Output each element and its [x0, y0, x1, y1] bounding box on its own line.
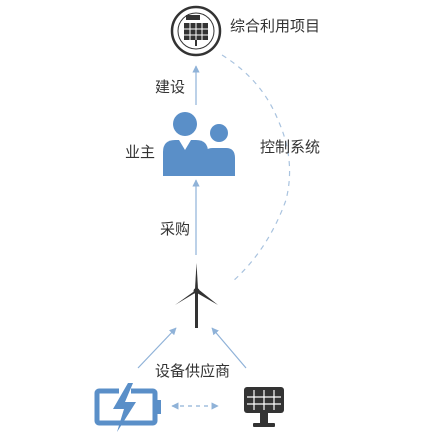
- solar-panel-project-icon: [170, 5, 222, 57]
- two-people-icon: [163, 112, 235, 176]
- build-label: 建设: [155, 78, 186, 96]
- control-system-label: 控制系统: [260, 138, 321, 156]
- project-label: 综合利用项目: [230, 17, 321, 35]
- solar-panel-icon: [244, 387, 284, 427]
- connectors: [137, 54, 291, 410]
- supplier-right-arrow: [211, 327, 247, 369]
- supplier-left-arrow: [137, 327, 177, 369]
- supplier-label: 设备供应商: [155, 362, 231, 380]
- battery-charging-icon: [94, 383, 161, 432]
- wind-turbine-icon: [175, 263, 218, 328]
- control-system-dashed-curve: [221, 54, 291, 283]
- owner-label: 业主: [125, 143, 156, 161]
- purchase-label: 采购: [160, 220, 191, 238]
